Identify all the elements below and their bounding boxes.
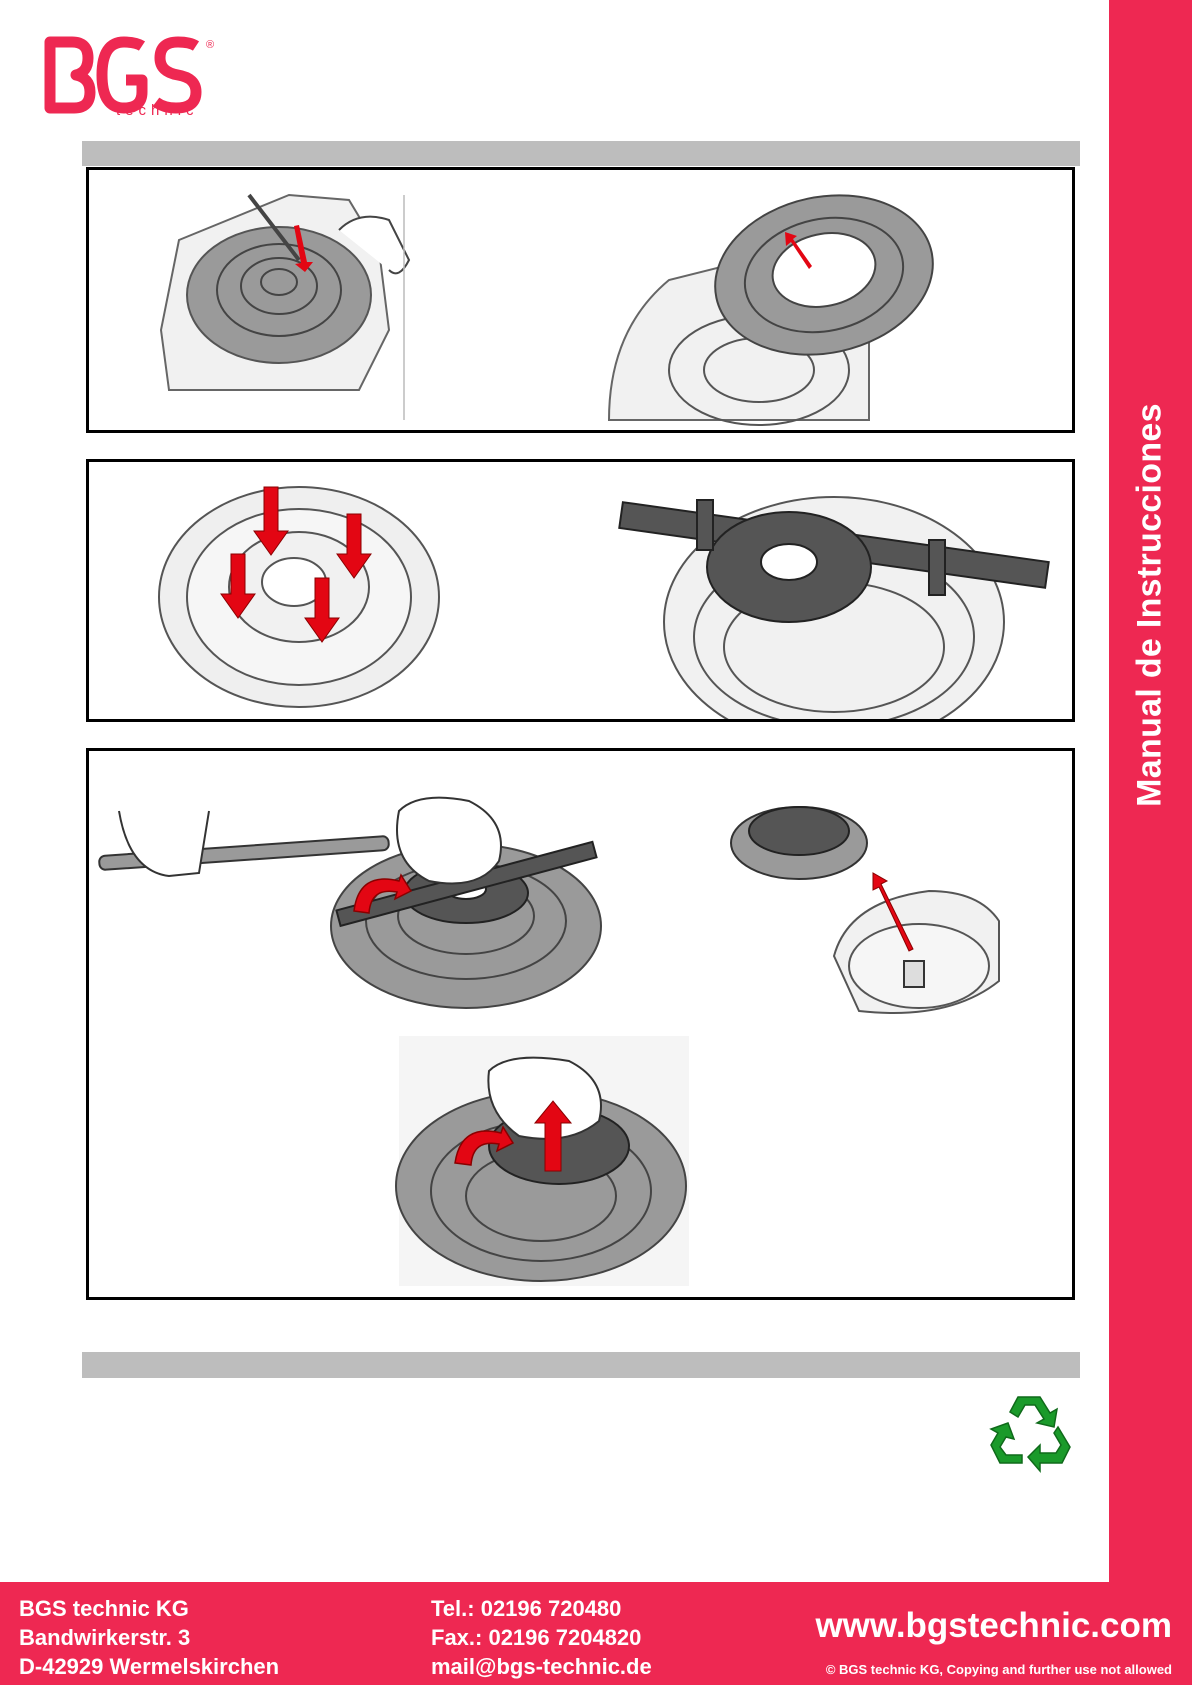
copyright-notice: © BGS technic KG, Copying and further us…: [826, 1662, 1172, 1677]
street-address: Bandwirkerstr. 3: [19, 1623, 279, 1652]
pressure-plate-bolts-illustration: [159, 487, 439, 707]
logo-subtitle: technic: [116, 102, 199, 116]
pressure-plate-lift-illustration: [609, 176, 948, 425]
clutch-removal-illustration-left: [161, 195, 409, 420]
clutch-tool-mounted-illustration: [619, 497, 1048, 719]
footer: BGS technic KG Bandwirkerstr. 3 D-42929 …: [0, 1582, 1192, 1685]
section-bar-top: [82, 141, 1080, 166]
city-address: D-42929 Wermelskirchen: [19, 1652, 279, 1681]
footer-address: BGS technic KG Bandwirkerstr. 3 D-42929 …: [19, 1594, 279, 1681]
loosening-step-illustration: [99, 798, 601, 1008]
website-link[interactable]: www.bgstechnic.com: [815, 1606, 1172, 1646]
illustration-panel-2: [86, 459, 1075, 722]
bgs-logo: ® technic: [44, 36, 224, 116]
registered-mark: ®: [206, 39, 214, 51]
company-name: BGS technic KG: [19, 1594, 279, 1623]
email-address[interactable]: mail@bgs-technic.de: [431, 1652, 652, 1681]
phone-number: Tel.: 02196 720480: [431, 1594, 652, 1623]
sidebar-title: Manual de Instrucciones: [1131, 403, 1170, 807]
section-bar-bottom: [82, 1352, 1080, 1378]
recycle-icon: [988, 1393, 1074, 1477]
removal-step-illustration: [396, 1036, 689, 1286]
footer-contact: Tel.: 02196 720480 Fax.: 02196 7204820 m…: [431, 1594, 652, 1681]
tool-extraction-illustration: [731, 807, 999, 1013]
illustration-panel-1: [86, 167, 1075, 433]
fax-number: Fax.: 02196 7204820: [431, 1623, 652, 1652]
illustration-panel-3: [86, 748, 1075, 1300]
